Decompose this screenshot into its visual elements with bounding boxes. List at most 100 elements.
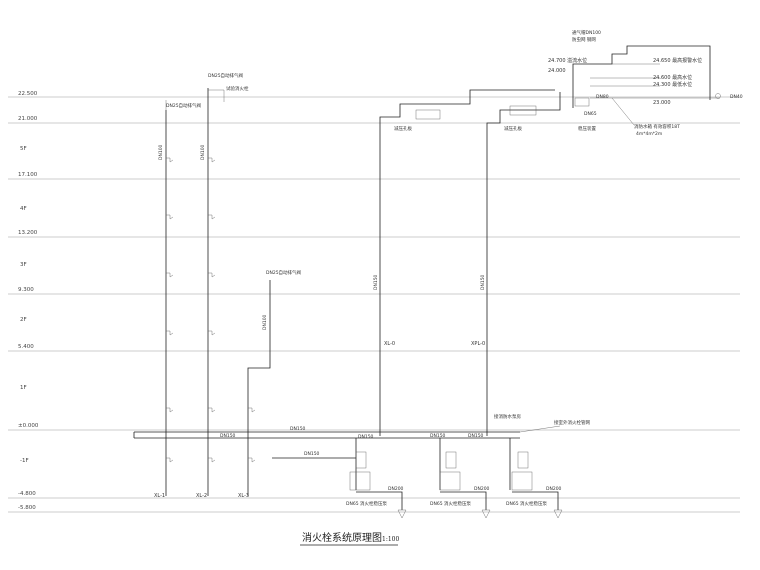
pump-1-note: DN65 消火栓稳压泵 [346, 500, 387, 507]
hydrant-xl2-4f [208, 214, 216, 220]
riser-xl-0: DN150 XL-0 减压孔板 [373, 89, 555, 436]
pump-2-body [439, 471, 461, 491]
level-elev-6: ±0.000 [18, 423, 39, 429]
riser-xl-0-size: DN150 [373, 274, 379, 290]
pump-1-motor [355, 451, 367, 469]
tank-note-4: 24.600 最高水位 [653, 74, 692, 81]
pump-1: DN200 DN65 消火栓稳压泵 [346, 438, 407, 519]
hydrant-xl1-4f [166, 214, 174, 220]
riser-xl-2-test-hydrant: 试验消火栓 [226, 85, 249, 92]
pump-1-suction [356, 491, 403, 510]
hydrant-xl3-b1 [248, 457, 256, 463]
pump-2: DN200 DN65 消火栓稳压泵 [430, 438, 491, 519]
riser-xl-2-id: XL-2 [196, 493, 207, 499]
hydrant-xl2-5f [208, 157, 216, 163]
main-header-size-4: DN150 [430, 433, 446, 439]
riser-xl-1-top-note: DN25自动排气阀 [166, 102, 202, 109]
hydrant-xl2-2f [208, 330, 216, 336]
roof-booster-1 [415, 109, 441, 120]
tank-valve-box [574, 97, 590, 107]
pump-3-body [511, 471, 533, 491]
riser-xpl-0: DN150 XPL-0 减压孔板 [471, 92, 561, 436]
tank-pipe-dn80: DN80 [596, 94, 609, 100]
pump-2-note: DN65 消火栓稳压泵 [430, 500, 471, 507]
riser-xl-1-id: XL-1 [154, 493, 165, 499]
level-name-5: 2F [20, 317, 27, 323]
hydrant-xl2-3f [208, 272, 216, 278]
riser-xl-0-pipe [379, 89, 555, 436]
level-elev-5: 5.400 [18, 344, 34, 350]
main-header-size-1: DN150 [220, 433, 236, 439]
pump-1-body [349, 471, 371, 491]
riser-xl-3-size: DN100 [262, 314, 268, 330]
hydrant-xl1-2f [166, 330, 174, 336]
riser-xl-2-size: DN100 [200, 144, 206, 160]
pump-3-suction [512, 491, 559, 510]
level-elev-8: -5.800 [18, 505, 36, 511]
pump-3-suction-bell [553, 509, 563, 519]
level-name-7: -1F [20, 458, 29, 464]
main-header-size-2: DN150 [290, 426, 306, 432]
drawing-title-scale: 1:100 [382, 536, 399, 543]
riser-xl-0-check-note: 减压孔板 [394, 125, 412, 132]
hydrant-xl3-1f [248, 407, 256, 413]
level-elev-0: 22.500 [18, 91, 38, 97]
drawing-title: 消火栓系统原理图 1:100 [300, 531, 399, 546]
tank-title: 通气帽DN100 [572, 29, 601, 36]
level-elev-7: -4.800 [18, 491, 36, 497]
level-name-6: 1F [20, 385, 27, 391]
tank-note-3: 24.650 最高报警水位 [653, 57, 702, 64]
riser-xl-2-top-note: DN25自动排气阀 [208, 72, 244, 79]
hydrant-xl1-3f [166, 272, 174, 278]
riser-xl-1: DN25自动排气阀 DN100 XL-1 [154, 100, 202, 499]
tank-note-2: 24.000 [548, 68, 566, 74]
pump-3-dn200: DN200 [546, 486, 562, 492]
riser-xpl-0-check-note: 减压孔板 [504, 125, 522, 132]
riser-xl-3-pipe [247, 280, 271, 496]
roof-booster-2 [509, 105, 537, 116]
level-elev-3: 13.200 [18, 230, 38, 236]
tank-note-5: 24.300 最低水位 [653, 81, 692, 88]
ring-note-leader [519, 425, 561, 433]
level-name-4: 3F [20, 262, 27, 268]
tank-note-6: 23.000 [653, 100, 671, 106]
hydrant-xl2-b1 [208, 457, 216, 463]
riser-xl-3-top-note: DN25自动排气阀 [266, 269, 302, 276]
vent-dn40: DN40 [730, 94, 743, 100]
riser-xl-0-id: XL-0 [384, 341, 395, 347]
basement-ring-main: DN150 DN150 DN150 DN150 DN150 DN150 接消防水… [133, 413, 590, 459]
riser-xpl-0-pipe [486, 92, 561, 436]
tank-booster-note: 稳压装置 [578, 125, 596, 132]
hydrant-xl1-b1 [166, 457, 174, 463]
pump-3: DN200 DN65 消火栓稳压泵 [506, 438, 563, 519]
pump-2-motor [445, 451, 457, 469]
hydrant-xl1-5f [166, 157, 174, 163]
level-elev-4: 9.300 [18, 287, 34, 293]
tank-dim: 4m*4m*2m [636, 131, 662, 137]
pump-2-dn200: DN200 [474, 486, 490, 492]
floor-levels: 22.500 21.000 5F 17.100 4F 13.200 3F 9.3… [8, 91, 740, 513]
pump-3-motor [517, 451, 529, 469]
level-name-2: 5F [20, 146, 27, 152]
tank-outline [572, 45, 711, 108]
tank-note-1: 24.700 溢流水位 [548, 57, 587, 64]
tank-pipe-dn65: DN65 [584, 111, 597, 117]
ring-note: 接消防水泵房 [494, 413, 521, 420]
hydrant-xl2-1f [208, 407, 216, 413]
roof-water-tank: 通气帽DN100 防虫网 钢网 24.700 溢流水位 24.000 24.65… [548, 29, 743, 137]
drawing-title-text: 消火栓系统原理图 [302, 531, 382, 544]
outlet-symbol [715, 93, 721, 99]
riser-xl-3: DN25自动排气阀 DN100 XL-3 [238, 269, 302, 499]
pump-3-note: DN65 消火栓稳压泵 [506, 500, 547, 507]
riser-xl-3-id: XL-3 [238, 493, 249, 499]
riser-xl-1-size: DN100 [158, 144, 164, 160]
level-elev-2: 17.100 [18, 172, 38, 178]
main-header-size-5: DN150 [468, 433, 484, 439]
hydrant-xl1-1f [166, 407, 174, 413]
pump-2-suction-bell [481, 509, 491, 519]
tank-leader [611, 97, 635, 126]
riser-xl-2: DN25自动排气阀 试验消火栓 DN100 XL-2 [196, 72, 249, 499]
level-name-3: 4F [20, 206, 27, 212]
tank-spec: 消防水箱 有效容积18T [634, 123, 680, 130]
